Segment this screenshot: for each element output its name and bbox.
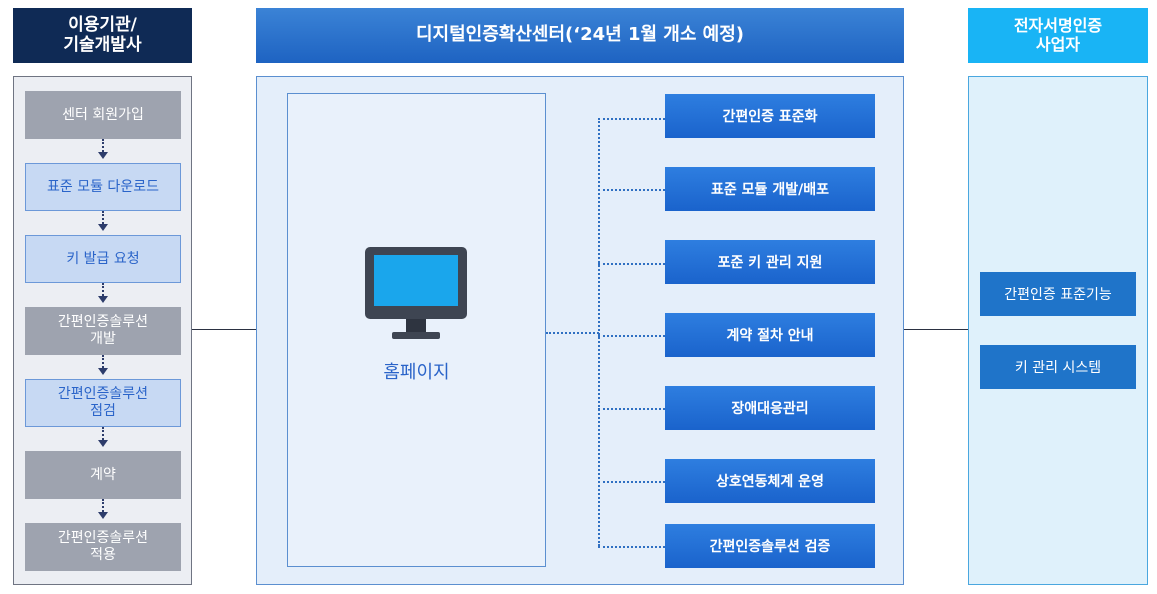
flow-arrow-line (102, 355, 104, 368)
service-incident-management: 장애대응관리 (665, 386, 875, 430)
flow-arrow-head (98, 152, 108, 159)
flow-arrow-head (98, 296, 108, 303)
header-user-org: 이용기관/ 기술개발사 (13, 8, 192, 63)
flow-arrow-head (98, 512, 108, 519)
service-key-management-support: 포준 키 관리 지원 (665, 240, 875, 284)
right-item-label: 간편인증 표준기능 (1004, 287, 1112, 303)
service-label: 포준 키 관리 지원 (717, 255, 823, 271)
key-management-system: 키 관리 시스템 (980, 345, 1136, 389)
header-user-org-label: 이용기관/ 기술개발사 (63, 14, 142, 55)
right-item-label: 키 관리 시스템 (1014, 360, 1102, 376)
step-label: 간편인증솔루션 개발 (57, 314, 149, 347)
homepage-label: 홈페이지 (383, 362, 450, 383)
service-branch-line (598, 546, 665, 548)
signature-provider-panel (968, 76, 1148, 585)
step-label: 키 발급 요청 (66, 250, 140, 267)
step-label: 표준 모듈 다운로드 (47, 178, 159, 195)
service-branch-line (598, 263, 665, 265)
service-label: 계약 절차 안내 (726, 328, 814, 344)
flow-arrow-line (102, 427, 104, 440)
step-label: 간편인증솔루션 적용 (57, 530, 149, 563)
connector-left-center (192, 329, 256, 330)
step-label: 센터 회원가입 (62, 106, 144, 123)
service-branch-line (598, 408, 665, 410)
flow-arrow-line (102, 499, 104, 512)
service-branch-line (598, 335, 665, 337)
flow-arrow-line (102, 211, 104, 224)
connector-center-right (904, 329, 968, 330)
step-register: 센터 회원가입 (25, 91, 181, 139)
service-module-distribution: 표준 모듈 개발/배포 (665, 167, 875, 211)
step-solution-dev: 간편인증솔루션 개발 (25, 307, 181, 355)
header-signature-provider: 전자서명인증 사업자 (968, 8, 1148, 63)
header-center-label: 디지털인증확산센터(‘24년 1월 개소 예정) (415, 24, 745, 46)
service-auth-standardization: 간편인증 표준화 (665, 94, 875, 138)
flow-arrow-head (98, 440, 108, 447)
step-label: 간편인증솔루션 점검 (57, 386, 149, 419)
service-label: 간편인증 표준화 (722, 109, 818, 125)
service-label: 장애대응관리 (731, 401, 809, 417)
flow-arrow-line (102, 139, 104, 152)
service-label: 간편인증솔루션 검증 (709, 539, 831, 555)
header-signature-provider-label: 전자서명인증 사업자 (1013, 16, 1103, 54)
step-label: 계약 (90, 466, 116, 483)
standard-auth-function: 간편인증 표준기능 (980, 272, 1136, 316)
flow-arrow-line (102, 283, 104, 296)
homepage-connector (546, 332, 599, 334)
service-trunk-line (598, 118, 600, 546)
step-contract: 계약 (25, 451, 181, 499)
flow-arrow-head (98, 368, 108, 375)
monitor-icon (365, 247, 467, 339)
service-interop-operation: 상호연동체계 운영 (665, 459, 875, 503)
service-branch-line (598, 189, 665, 191)
service-branch-line (598, 481, 665, 483)
step-download-module: 표준 모듈 다운로드 (25, 163, 181, 211)
service-label: 표준 모듈 개발/배포 (711, 182, 829, 198)
flow-arrow-head (98, 224, 108, 231)
service-solution-verification: 간편인증솔루션 검증 (665, 524, 875, 568)
step-solution-apply: 간편인증솔루션 적용 (25, 523, 181, 571)
header-center: 디지털인증확산센터(‘24년 1월 개소 예정) (256, 8, 904, 63)
step-solution-check: 간편인증솔루션 점검 (25, 379, 181, 427)
service-label: 상호연동체계 운영 (716, 474, 824, 490)
step-key-request: 키 발급 요청 (25, 235, 181, 283)
service-branch-line (598, 118, 665, 120)
service-contract-guide: 계약 절차 안내 (665, 313, 875, 357)
